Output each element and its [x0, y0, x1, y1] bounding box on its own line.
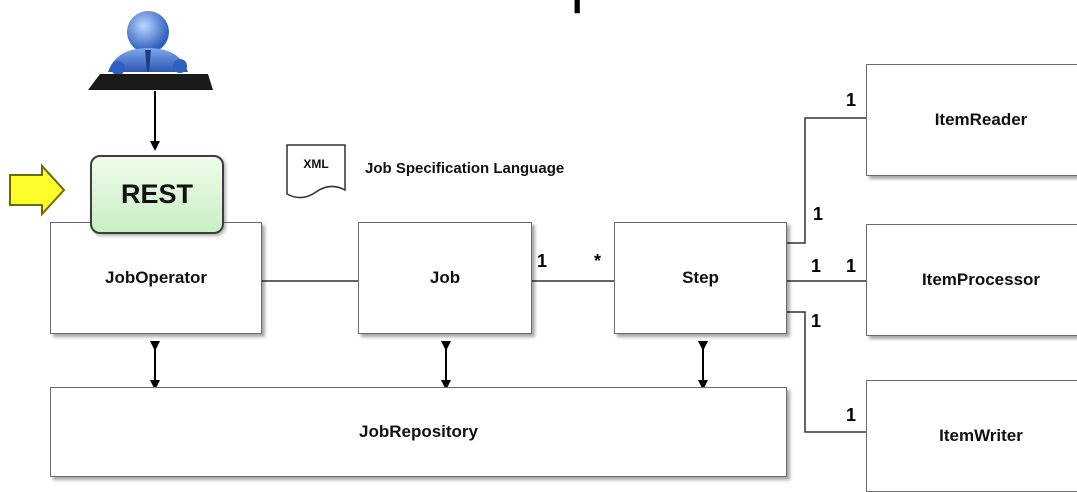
step-box[interactable]: Step	[614, 222, 787, 334]
yellow-pointer-arrow-icon	[9, 163, 66, 217]
job-repository-box[interactable]: JobRepository	[50, 387, 787, 477]
job-box[interactable]: Job	[358, 222, 532, 334]
multiplicity-step-processor: 1	[811, 256, 822, 276]
item-writer-box[interactable]: ItemWriter	[866, 380, 1077, 492]
item-reader-box[interactable]: ItemReader	[866, 64, 1077, 176]
multiplicity-job-side: 1	[537, 251, 548, 271]
step-writer-line	[786, 311, 866, 433]
rest-badge[interactable]: REST	[90, 155, 224, 234]
item-processor-box[interactable]: ItemProcessor	[866, 224, 1077, 336]
multiplicity-processor: 1	[846, 256, 857, 276]
xml-document-icon	[286, 144, 346, 199]
person-at-desk-icon	[88, 11, 213, 90]
title-fragment: ר	[560, 0, 584, 22]
spec-language-label: Job Specification Language	[365, 160, 565, 177]
multiplicity-reader: 1	[846, 90, 857, 110]
multiplicity-step-side: *	[594, 251, 602, 271]
multiplicity-writer: 1	[846, 405, 857, 425]
job-operator-box[interactable]: JobOperator	[50, 222, 262, 334]
multiplicity-step-reader: 1	[813, 204, 824, 224]
multiplicity-step-writer: 1	[811, 311, 822, 331]
step-reader-line	[786, 117, 866, 244]
